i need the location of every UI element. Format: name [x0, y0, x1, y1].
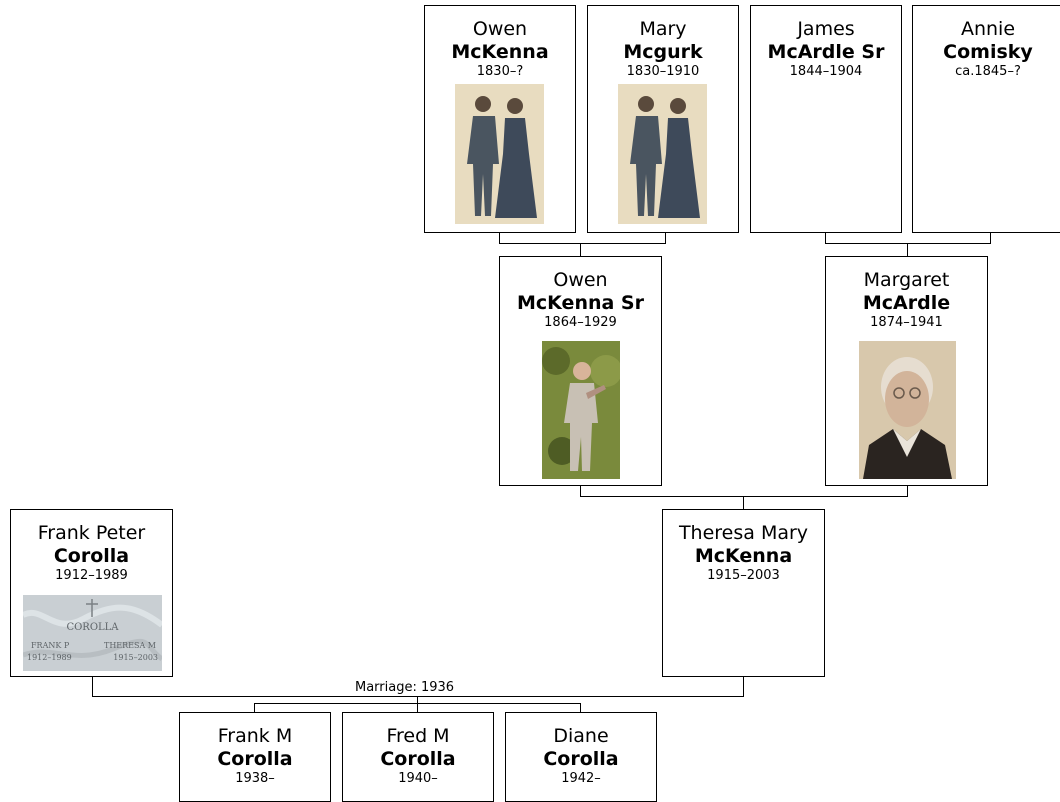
headstone-left-name: FRANK P — [31, 641, 70, 650]
portrait-photo — [542, 341, 620, 479]
surname: McKenna — [694, 545, 793, 567]
life-dates: 1874–1941 — [870, 315, 943, 330]
surname: Corolla — [53, 545, 130, 567]
given-name: Margaret — [863, 269, 950, 291]
person-card-owen-mckenna[interactable]: Owen McKenna 1830–? — [424, 5, 576, 233]
given-name: James — [797, 18, 855, 40]
surname: McArdle — [862, 292, 951, 314]
person-card-fred-m-corolla[interactable]: Fred M Corolla 1940– — [342, 712, 494, 802]
person-card-annie-comisky[interactable]: Annie Comisky ca.1845–? — [912, 5, 1060, 233]
headstone-surname: COROLLA — [66, 622, 119, 633]
life-dates: 1912–1989 — [55, 568, 128, 583]
life-dates: 1942– — [561, 771, 601, 786]
headstone-right-dates: 1915–2003 — [113, 653, 158, 662]
surname: Mcgurk — [623, 41, 703, 63]
given-name: Owen — [553, 269, 608, 291]
given-name: Mary — [639, 18, 687, 40]
surname: McKenna — [451, 41, 549, 63]
surname: Corolla — [217, 748, 293, 770]
life-dates: 1940– — [398, 771, 438, 786]
person-card-owen-mckenna-sr[interactable]: Owen McKenna Sr 1864–1929 — [499, 256, 662, 486]
person-card-frank-peter-corolla[interactable]: Frank Peter Corolla 1912–1989 COROLLA FR… — [10, 509, 173, 677]
couple-photo — [455, 84, 544, 224]
surname: Corolla — [380, 748, 456, 770]
surname: Comisky — [943, 41, 1033, 63]
given-name: Frank M — [217, 725, 293, 747]
marriage-label: Marriage: 1936 — [353, 680, 457, 695]
couple-photo — [618, 84, 707, 224]
headstone-right-name: THERESA M — [103, 641, 156, 650]
life-dates: 1830–1910 — [626, 64, 700, 79]
given-name: Owen — [472, 18, 528, 40]
life-dates: 1830–? — [476, 64, 524, 79]
headstone-photo: COROLLA FRANK P 1912–1989 THERESA M 1915… — [23, 595, 162, 671]
life-dates: 1844–1904 — [789, 64, 863, 79]
headstone-left-dates: 1912–1989 — [27, 653, 72, 662]
given-name: Theresa Mary — [678, 522, 809, 544]
person-card-margaret-mcardle[interactable]: Margaret McArdle 1874–1941 — [825, 256, 988, 486]
surname: Corolla — [543, 748, 619, 770]
person-card-frank-m-corolla[interactable]: Frank M Corolla 1938– — [179, 712, 331, 802]
given-name: Diane — [553, 725, 609, 747]
person-card-mary-mcgurk[interactable]: Mary Mcgurk 1830–1910 — [587, 5, 739, 233]
life-dates: ca.1845–? — [955, 64, 1021, 79]
given-name: Frank Peter — [37, 522, 146, 544]
person-card-theresa-mary-mckenna[interactable]: Theresa Mary McKenna 1915–2003 — [662, 509, 825, 677]
life-dates: 1915–2003 — [707, 568, 780, 583]
surname: McKenna Sr — [517, 292, 644, 314]
portrait-photo — [859, 341, 956, 479]
life-dates: 1938– — [235, 771, 275, 786]
given-name: Annie — [960, 18, 1016, 40]
life-dates: 1864–1929 — [544, 315, 617, 330]
person-card-diane-corolla[interactable]: Diane Corolla 1942– — [505, 712, 657, 802]
person-card-james-mcardle[interactable]: James McArdle Sr 1844–1904 — [750, 5, 902, 233]
given-name: Fred M — [386, 725, 450, 747]
surname: McArdle Sr — [767, 41, 885, 63]
